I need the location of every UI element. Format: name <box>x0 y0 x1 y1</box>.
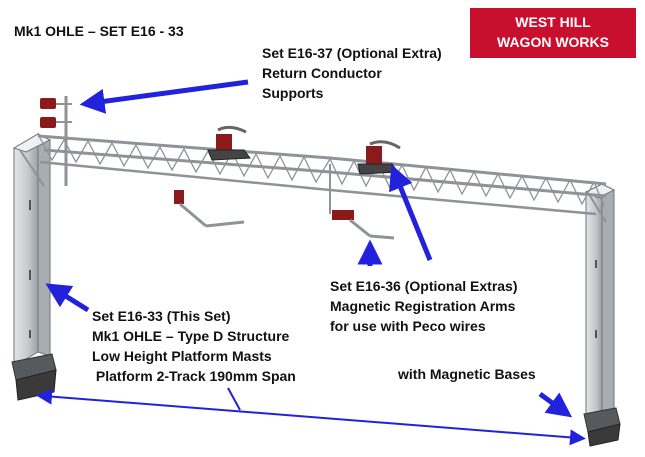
callout-e16-33-line-3: Low Height Platform Masts <box>92 348 272 364</box>
registration-arm <box>207 125 251 161</box>
callout-e16-37: Set E16-37 (Optional Extra) Return Condu… <box>262 43 442 103</box>
arrow-return-conductor <box>79 79 249 114</box>
arrow-registration-top <box>389 164 433 261</box>
return-conductor-support <box>40 96 72 186</box>
logo-line-2: WAGON WORKS <box>497 34 609 50</box>
span-dimension-arrow <box>36 388 586 446</box>
insulator-icon <box>40 117 56 128</box>
page-title: Mk1 OHLE – SET E16 - 33 <box>14 23 184 39</box>
callout-e16-36-line-1: Set E16-36 (Optional Extras) <box>330 278 518 294</box>
callout-e16-36-line-3: for use with Peco wires <box>330 318 486 334</box>
callout-e16-33-line-2: Mk1 OHLE – Type D Structure <box>92 328 290 344</box>
registration-arm <box>357 140 401 175</box>
span-dimension-pointer <box>227 387 241 411</box>
callout-e16-37-line-1: Set E16-37 (Optional Extra) <box>262 45 442 61</box>
callout-e16-36-line-2: Magnetic Registration Arms <box>330 298 516 314</box>
right-magnetic-base <box>583 407 621 447</box>
callout-e16-37-line-2: Return Conductor <box>262 65 382 81</box>
logo-line-1: WEST HILL <box>515 14 591 30</box>
brand-logo: WEST HILL WAGON WORKS <box>470 8 636 58</box>
callout-magnetic-bases: with Magnetic Bases <box>398 366 536 382</box>
boom-truss <box>19 134 607 223</box>
arrow-this-set <box>45 283 90 313</box>
right-mast <box>584 183 616 419</box>
callout-e16-33: Set E16-33 (This Set) Mk1 OHLE – Type D … <box>92 306 296 386</box>
arrow-magnetic-bases <box>538 391 573 418</box>
callout-e16-37-line-3: Supports <box>262 85 324 101</box>
insulator-icon <box>40 98 56 109</box>
left-magnetic-base <box>11 353 57 401</box>
drop-arm <box>174 190 245 228</box>
callout-e16-33-line-4: Platform 2-Track 190mm Span <box>92 368 296 384</box>
callout-e16-36: Set E16-36 (Optional Extras) Magnetic Re… <box>330 276 518 336</box>
callout-e16-33-line-1: Set E16-33 (This Set) <box>92 308 231 324</box>
drop-arm <box>329 164 395 240</box>
